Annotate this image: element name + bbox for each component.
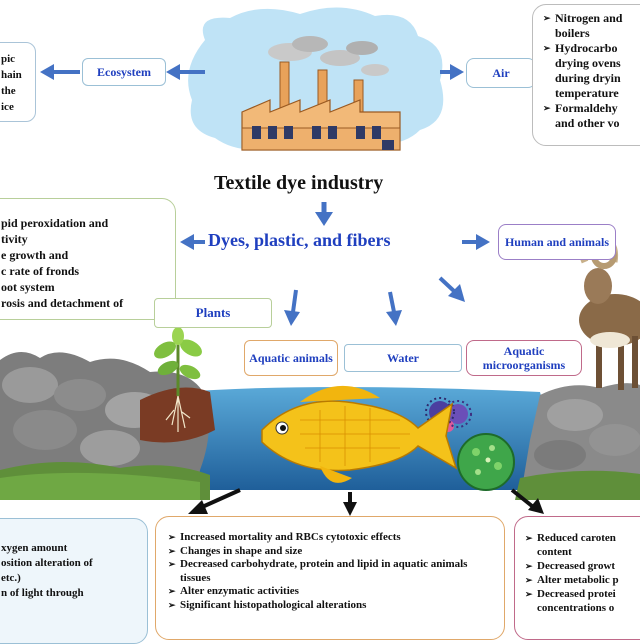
rocks-right (515, 383, 640, 500)
plants-line: oot system (1, 280, 55, 294)
aquatic-effect-item: Increased mortality and RBCs cytotoxic e… (168, 531, 498, 545)
aquatic-animals-effects-box: Increased mortality and RBCs cytotoxic e… (155, 516, 505, 640)
micro-effect-item: Decreased growt (525, 559, 619, 573)
air-label: Air (466, 58, 536, 88)
aquatic-animals-label: Aquatic animals (244, 340, 338, 376)
plants-line: rosis and detachment of (1, 296, 124, 310)
plant-icon (140, 327, 215, 443)
factory-icon (188, 7, 444, 151)
water-effects-box: xygen amount osition alteration of etc.)… (0, 518, 148, 644)
aquatic-effect-item: Changes in shape and size (168, 545, 498, 559)
plants-effects-box: pid peroxidation and tivity e growth and… (0, 198, 176, 320)
ecosystem-line: hain (1, 69, 22, 81)
plants-line: c rate of fronds (1, 264, 80, 278)
impact-arrows (188, 488, 544, 516)
water-line: osition alteration of (1, 557, 93, 569)
aquatic-effect-item: Alter enzymatic activities (168, 585, 498, 599)
micro-effect-item: Alter metabolic p (525, 573, 619, 587)
water-line: n of light through (1, 587, 84, 599)
plants-line: pid peroxidation and (1, 216, 109, 230)
aquatic-microorganisms-label: Aquatic microorganisms (466, 340, 582, 376)
ecosystem-line: the (1, 85, 16, 97)
plants-line: e growth and (1, 248, 69, 262)
ecosystem-label: Ecosystem (82, 58, 166, 86)
algae-icon (457, 433, 515, 491)
water-line: xygen amount (1, 542, 68, 554)
plants-label: Plants (154, 298, 272, 328)
ecosystem-line: pic (1, 53, 16, 65)
flow-arrows (40, 64, 490, 326)
water-label: Water (344, 344, 462, 372)
ecosystem-effects-box: pic hain the ice (0, 42, 36, 122)
human-animals-label: Human and animals (498, 224, 616, 260)
water-line: etc.) (1, 572, 21, 584)
rocks-icon (0, 351, 210, 500)
aquatic-effect-item: Significant histopathological alteration… (168, 599, 498, 613)
aquatic-effect-item: Decreased carbohydrate, protein and lipi… (168, 558, 498, 585)
fish-icon (261, 385, 458, 483)
plants-line: tivity (1, 232, 28, 246)
page-subtitle: Dyes, plastic, and fibers (208, 230, 391, 250)
page-title: Textile dye industry (214, 172, 384, 194)
ecosystem-line: ice (1, 101, 14, 113)
